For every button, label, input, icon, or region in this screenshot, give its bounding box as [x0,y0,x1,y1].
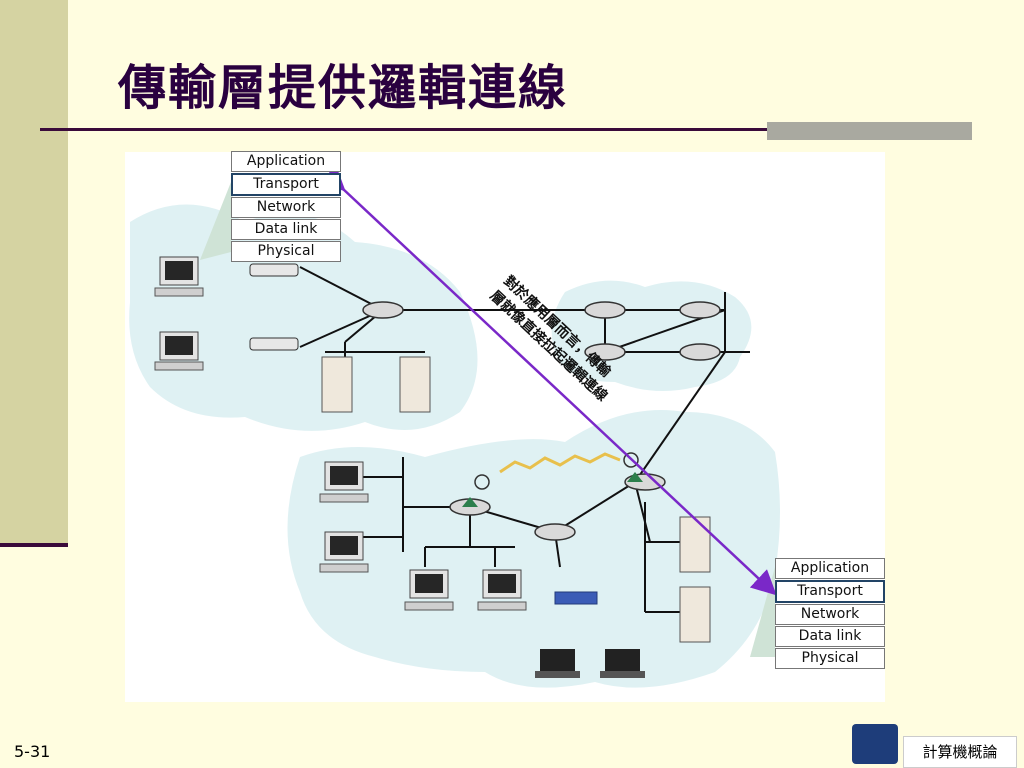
stack-layer: Data link [775,626,885,647]
publisher-logo [852,724,898,764]
stack-layer: Application [231,151,341,172]
stack-layer: Network [775,604,885,625]
network-diagram-svg: 對於應用層而言，傳輸 層就像直接拉起邏輯連線 [129,165,780,688]
laptop-icon [535,649,645,678]
logical-connection-arrow [318,165,777,596]
title-divider [40,128,972,131]
divider-accent [767,122,972,140]
stack-layer: Data link [231,219,341,240]
access-point-icon [554,591,598,605]
page-number: 5-31 [14,742,51,761]
modem-icon [249,263,299,351]
protocol-stack-bottom: Application Transport Network Data link … [775,557,885,669]
network-diagram: 對於應用層而言，傳輸 層就像直接拉起邏輯連線 Application Trans… [125,150,885,702]
left-sidebar-rule [0,543,68,547]
left-sidebar-band [0,0,68,545]
slide-title: 傳輸層提供邏輯連線 [118,60,569,116]
stack-layer: Physical [775,648,885,669]
stack-layer: Network [231,197,341,218]
stack-layer: Physical [231,241,341,262]
callout-top [200,177,233,260]
stack-layer: Application [775,558,885,579]
stack-layer-highlight: Transport [231,173,341,196]
protocol-stack-top: Application Transport Network Data link … [231,150,341,262]
course-label: 計算機概論 [903,736,1017,768]
stack-layer-highlight: Transport [775,580,885,603]
